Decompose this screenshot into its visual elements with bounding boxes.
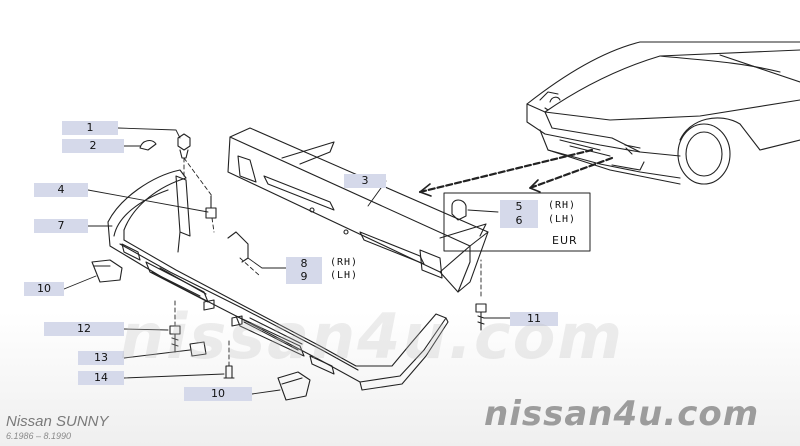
- callout-7: 7: [34, 219, 88, 233]
- bolt-part-14: [223, 365, 235, 379]
- callout-2: 2: [62, 139, 124, 153]
- callout-13: 13: [78, 351, 124, 365]
- callout-14: 14: [78, 371, 124, 385]
- callout-4: 4: [34, 183, 88, 197]
- callout-8: 8: [286, 257, 322, 271]
- clip-part-5-6: [451, 199, 467, 221]
- clip-part-2: [139, 139, 157, 151]
- screw-part-4: [205, 195, 217, 219]
- callout-3: 3: [344, 174, 386, 188]
- bracket-part-8-9: [227, 231, 249, 263]
- callout-5-side: (RH): [548, 200, 577, 211]
- callout-1: 1: [62, 121, 118, 135]
- direction-arrows: [418, 148, 614, 197]
- assembly-lines: [174, 157, 482, 367]
- eur-inset-box: [443, 192, 591, 252]
- bumper-fascia: [107, 169, 449, 391]
- watermark: nissan4u.com: [120, 300, 624, 373]
- callout-8-side: (RH): [330, 257, 359, 268]
- callout-10-right: 10: [184, 387, 252, 401]
- clip-part-13: [189, 341, 207, 357]
- callout-6: 6: [500, 214, 538, 228]
- brand-logo-text: nissan4u.com: [484, 394, 760, 434]
- callout-9: 9: [286, 270, 322, 284]
- bolt-part-12: [169, 325, 181, 353]
- bolt-part-11: [475, 303, 487, 331]
- callout-11: 11: [510, 312, 558, 326]
- lamp-part-10-right: [277, 371, 311, 401]
- callout-10-left: 10: [24, 282, 64, 296]
- bumper-reinforcement: [227, 127, 489, 293]
- callout-12: 12: [44, 322, 124, 336]
- callout-5: 5: [500, 200, 538, 214]
- callout-9-side: (LH): [330, 270, 359, 281]
- leader-lines: [63, 127, 511, 395]
- region-label: EUR: [552, 234, 578, 247]
- vehicle-title: Nissan SUNNY: [6, 413, 109, 430]
- car-front-illustration: [526, 41, 800, 185]
- callout-6-side: (LH): [548, 214, 577, 225]
- production-dates: 6.1986 – 8.1990: [6, 431, 72, 441]
- lamp-part-10-left: [91, 259, 123, 283]
